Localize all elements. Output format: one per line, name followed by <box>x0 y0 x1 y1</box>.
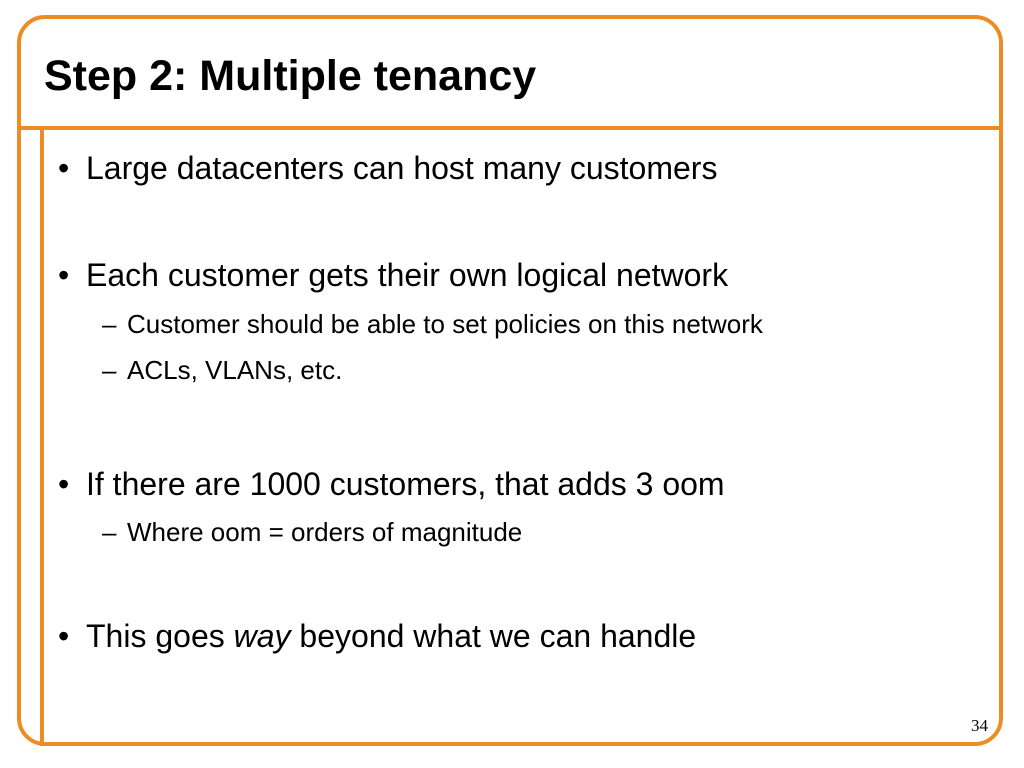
sub-bullet-item: –Customer should be able to set policies… <box>102 309 763 340</box>
left-margin-rule <box>40 126 44 746</box>
sub-bullet-item: –ACLs, VLANs, etc. <box>102 355 342 386</box>
sub-bullet-text: Customer should be able to set policies … <box>127 309 763 339</box>
sub-bullet-item: –Where oom = orders of magnitude <box>102 517 522 548</box>
page-number: 34 <box>971 716 988 735</box>
bullet-marker: • <box>58 618 70 654</box>
sub-bullet-marker: – <box>102 517 117 547</box>
bullet-text-end: beyond what we can handle <box>290 618 697 654</box>
bullet-marker: • <box>58 257 70 293</box>
bullet-text-emphasis: way <box>233 618 291 654</box>
title-divider <box>17 126 1003 130</box>
bullet-marker: • <box>58 150 70 186</box>
slide-title: Step 2: Multiple tenancy <box>44 52 537 100</box>
bullet-text: Each customer gets their own logical net… <box>86 257 729 293</box>
bullet-item: • Each customer gets their own logical ne… <box>58 256 728 294</box>
bullet-item: • This goes way beyond what we can handle <box>58 617 696 655</box>
sub-bullet-marker: – <box>102 355 117 385</box>
slide-frame <box>17 15 1003 746</box>
bullet-text: Large datacenters can host many customer… <box>86 150 718 186</box>
bullet-item: • Large datacenters can host many custome… <box>58 149 717 187</box>
sub-bullet-text: Where oom = orders of magnitude <box>127 517 523 547</box>
sub-bullet-text: ACLs, VLANs, etc. <box>127 355 343 385</box>
bullet-text: If there are 1000 customers, that adds 3… <box>86 466 725 502</box>
bullet-marker: • <box>58 466 70 502</box>
sub-bullet-marker: – <box>102 309 117 339</box>
bullet-text-start: This goes <box>86 618 234 654</box>
bullet-item: • If there are 1000 customers, that adds … <box>58 465 725 503</box>
